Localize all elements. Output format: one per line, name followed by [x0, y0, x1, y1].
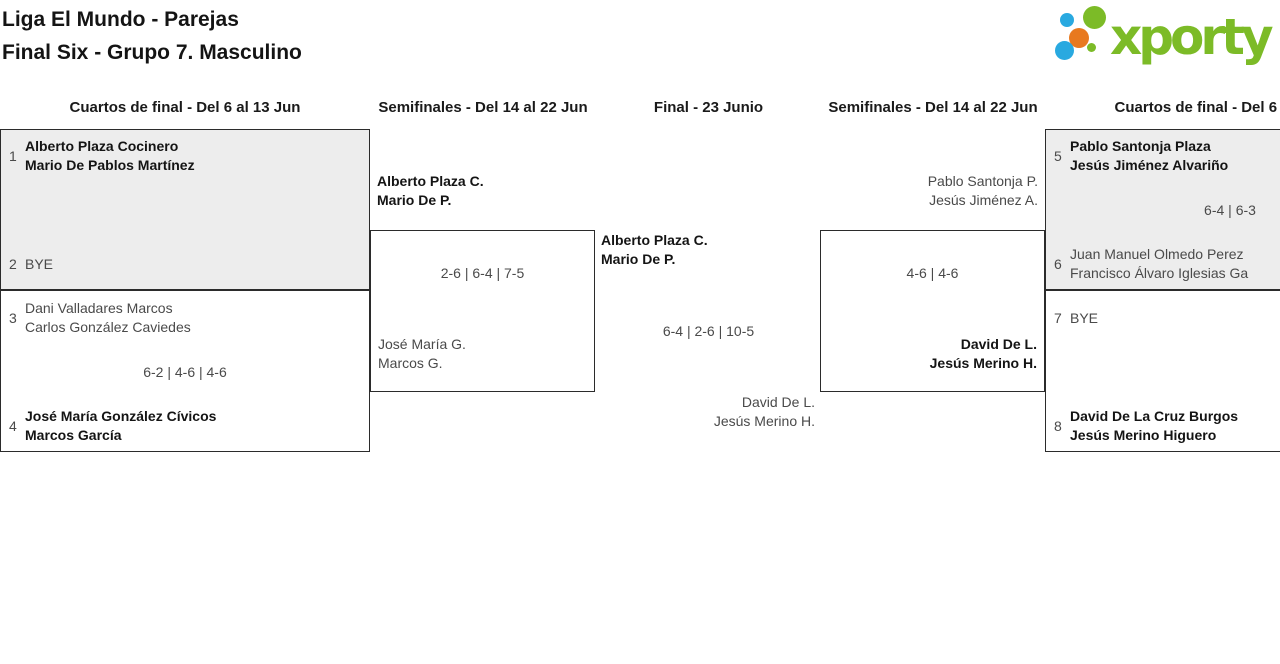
xporty-logo[interactable]: xporty — [1046, 4, 1280, 72]
logo-dot-green-small — [1087, 43, 1096, 52]
player-name: Marcos G. — [378, 355, 443, 371]
match-score: 6-4 | 6-3 — [1204, 202, 1256, 218]
logo-dot-orange — [1069, 28, 1089, 48]
player-name: David De L. — [960, 336, 1037, 352]
match-score: 2-6 | 6-4 | 7-5 — [440, 265, 525, 281]
final-score: 6-4 | 2-6 | 10-5 — [662, 323, 755, 339]
round-header-semifinals-left: Semifinales - Del 14 al 22 Jun — [378, 99, 588, 116]
match-score: 4-6 | 4-6 — [906, 265, 959, 281]
match-box-sf-right[interactable]: 4-6 | 4-6 David De L. Jesús Merino H. — [820, 230, 1045, 392]
team-pair[interactable]: Juan Manuel Olmedo Perez Francisco Álvar… — [1070, 245, 1248, 283]
player-name: Pablo Santonja Plaza — [1070, 138, 1211, 154]
team-pair[interactable]: Dani Valladares Marcos Carlos González C… — [25, 299, 191, 337]
final-bottom-team[interactable]: David De L. Jesús Merino H. — [595, 393, 815, 431]
player-name: Jesús Merino H. — [713, 413, 815, 429]
tournament-name: Liga El Mundo - Parejas — [2, 8, 239, 31]
seed-number: 4 — [9, 418, 17, 434]
round-header-quarterfinals-right: Cuartos de final - Del 6 al 13 Jun — [1114, 99, 1280, 116]
seed-number: 7 — [1054, 310, 1062, 326]
match-box-qf-left-1[interactable]: 1 Alberto Plaza Cocinero Mario De Pablos… — [0, 129, 370, 290]
player-name: Jesús Merino H. — [929, 355, 1037, 371]
player-name: José María González Cívicos — [25, 408, 217, 424]
logo-dot-green-large — [1083, 6, 1106, 29]
player-name: BYE — [25, 256, 54, 272]
logo-dot-blue-small — [1060, 13, 1074, 27]
player-name: Pablo Santonja P. — [927, 173, 1038, 189]
player-name: Jesús Merino Higuero — [1070, 427, 1217, 443]
group-name: Final Six - Grupo 7. Masculino — [2, 41, 302, 64]
team-pair[interactable]: David De L. Jesús Merino H. — [821, 335, 1037, 373]
seed-number: 2 — [9, 256, 17, 272]
player-name: José María G. — [378, 336, 466, 352]
player-name: Jesús Jiménez A. — [929, 192, 1038, 208]
player-name: David De L. — [741, 394, 815, 410]
match-box-qf-right-1[interactable]: 5 Pablo Santonja Plaza Jesús Jiménez Alv… — [1045, 129, 1280, 290]
player-name: David De La Cruz Burgos — [1070, 408, 1239, 424]
player-name: Mario De P. — [377, 192, 452, 208]
seed-number: 5 — [1054, 148, 1062, 164]
logo-dot-blue-large — [1055, 41, 1074, 60]
match-score: 6-2 | 4-6 | 4-6 — [143, 364, 227, 380]
player-name: Mario De P. — [601, 251, 676, 267]
seed-number: 1 — [9, 148, 17, 164]
player-name: Alberto Plaza C. — [601, 232, 708, 248]
team-pair[interactable]: BYE — [1070, 309, 1098, 328]
logo-wordmark: xporty — [1110, 8, 1274, 66]
seed-number: 3 — [9, 310, 17, 326]
team-pair[interactable]: David De La Cruz Burgos Jesús Merino Hig… — [1070, 407, 1238, 445]
team-pair[interactable]: José María González Cívicos Marcos Garcí… — [25, 407, 216, 445]
round-header-semifinals-right: Semifinales - Del 14 al 22 Jun — [828, 99, 1038, 116]
final-top-team[interactable]: Alberto Plaza C. Mario De P. — [601, 231, 708, 269]
seed-number: 6 — [1054, 256, 1062, 272]
page-title: Liga El Mundo - Parejas Final Six - Grup… — [2, 3, 302, 69]
player-name: Alberto Plaza Cocinero — [25, 138, 179, 154]
team-pair[interactable]: Alberto Plaza Cocinero Mario De Pablos M… — [25, 137, 195, 175]
team-pair[interactable]: José María G. Marcos G. — [378, 335, 466, 373]
seed-number: 8 — [1054, 418, 1062, 434]
player-name: Dani Valladares Marcos — [25, 300, 173, 316]
player-name: Jesús Jiménez Alvariño — [1070, 157, 1229, 173]
player-name: Alberto Plaza C. — [377, 173, 484, 189]
match-box-qf-right-2[interactable]: 7 BYE 8 David De La Cruz Burgos Jesús Me… — [1045, 290, 1280, 452]
round-header-final: Final - 23 Junio — [653, 99, 764, 116]
sf-right-top-team[interactable]: Pablo Santonja P. Jesús Jiménez A. — [820, 172, 1038, 210]
sf-left-top-team[interactable]: Alberto Plaza C. Mario De P. — [377, 172, 484, 210]
match-box-sf-left[interactable]: 2-6 | 6-4 | 7-5 José María G. Marcos G. — [370, 230, 595, 392]
team-pair[interactable]: BYE — [25, 255, 53, 274]
team-pair[interactable]: Pablo Santonja Plaza Jesús Jiménez Alvar… — [1070, 137, 1228, 175]
player-name: Carlos González Caviedes — [25, 319, 191, 335]
player-name: BYE — [1070, 310, 1099, 326]
player-name: Marcos García — [25, 427, 122, 443]
player-name: Juan Manuel Olmedo Perez — [1070, 246, 1244, 262]
player-name: Mario De Pablos Martínez — [25, 157, 195, 173]
player-name: Francisco Álvaro Iglesias Ga — [1070, 265, 1249, 281]
match-box-qf-left-2[interactable]: 3 Dani Valladares Marcos Carlos González… — [0, 290, 370, 452]
round-header-quarterfinals-left: Cuartos de final - Del 6 al 13 Jun — [69, 99, 301, 116]
